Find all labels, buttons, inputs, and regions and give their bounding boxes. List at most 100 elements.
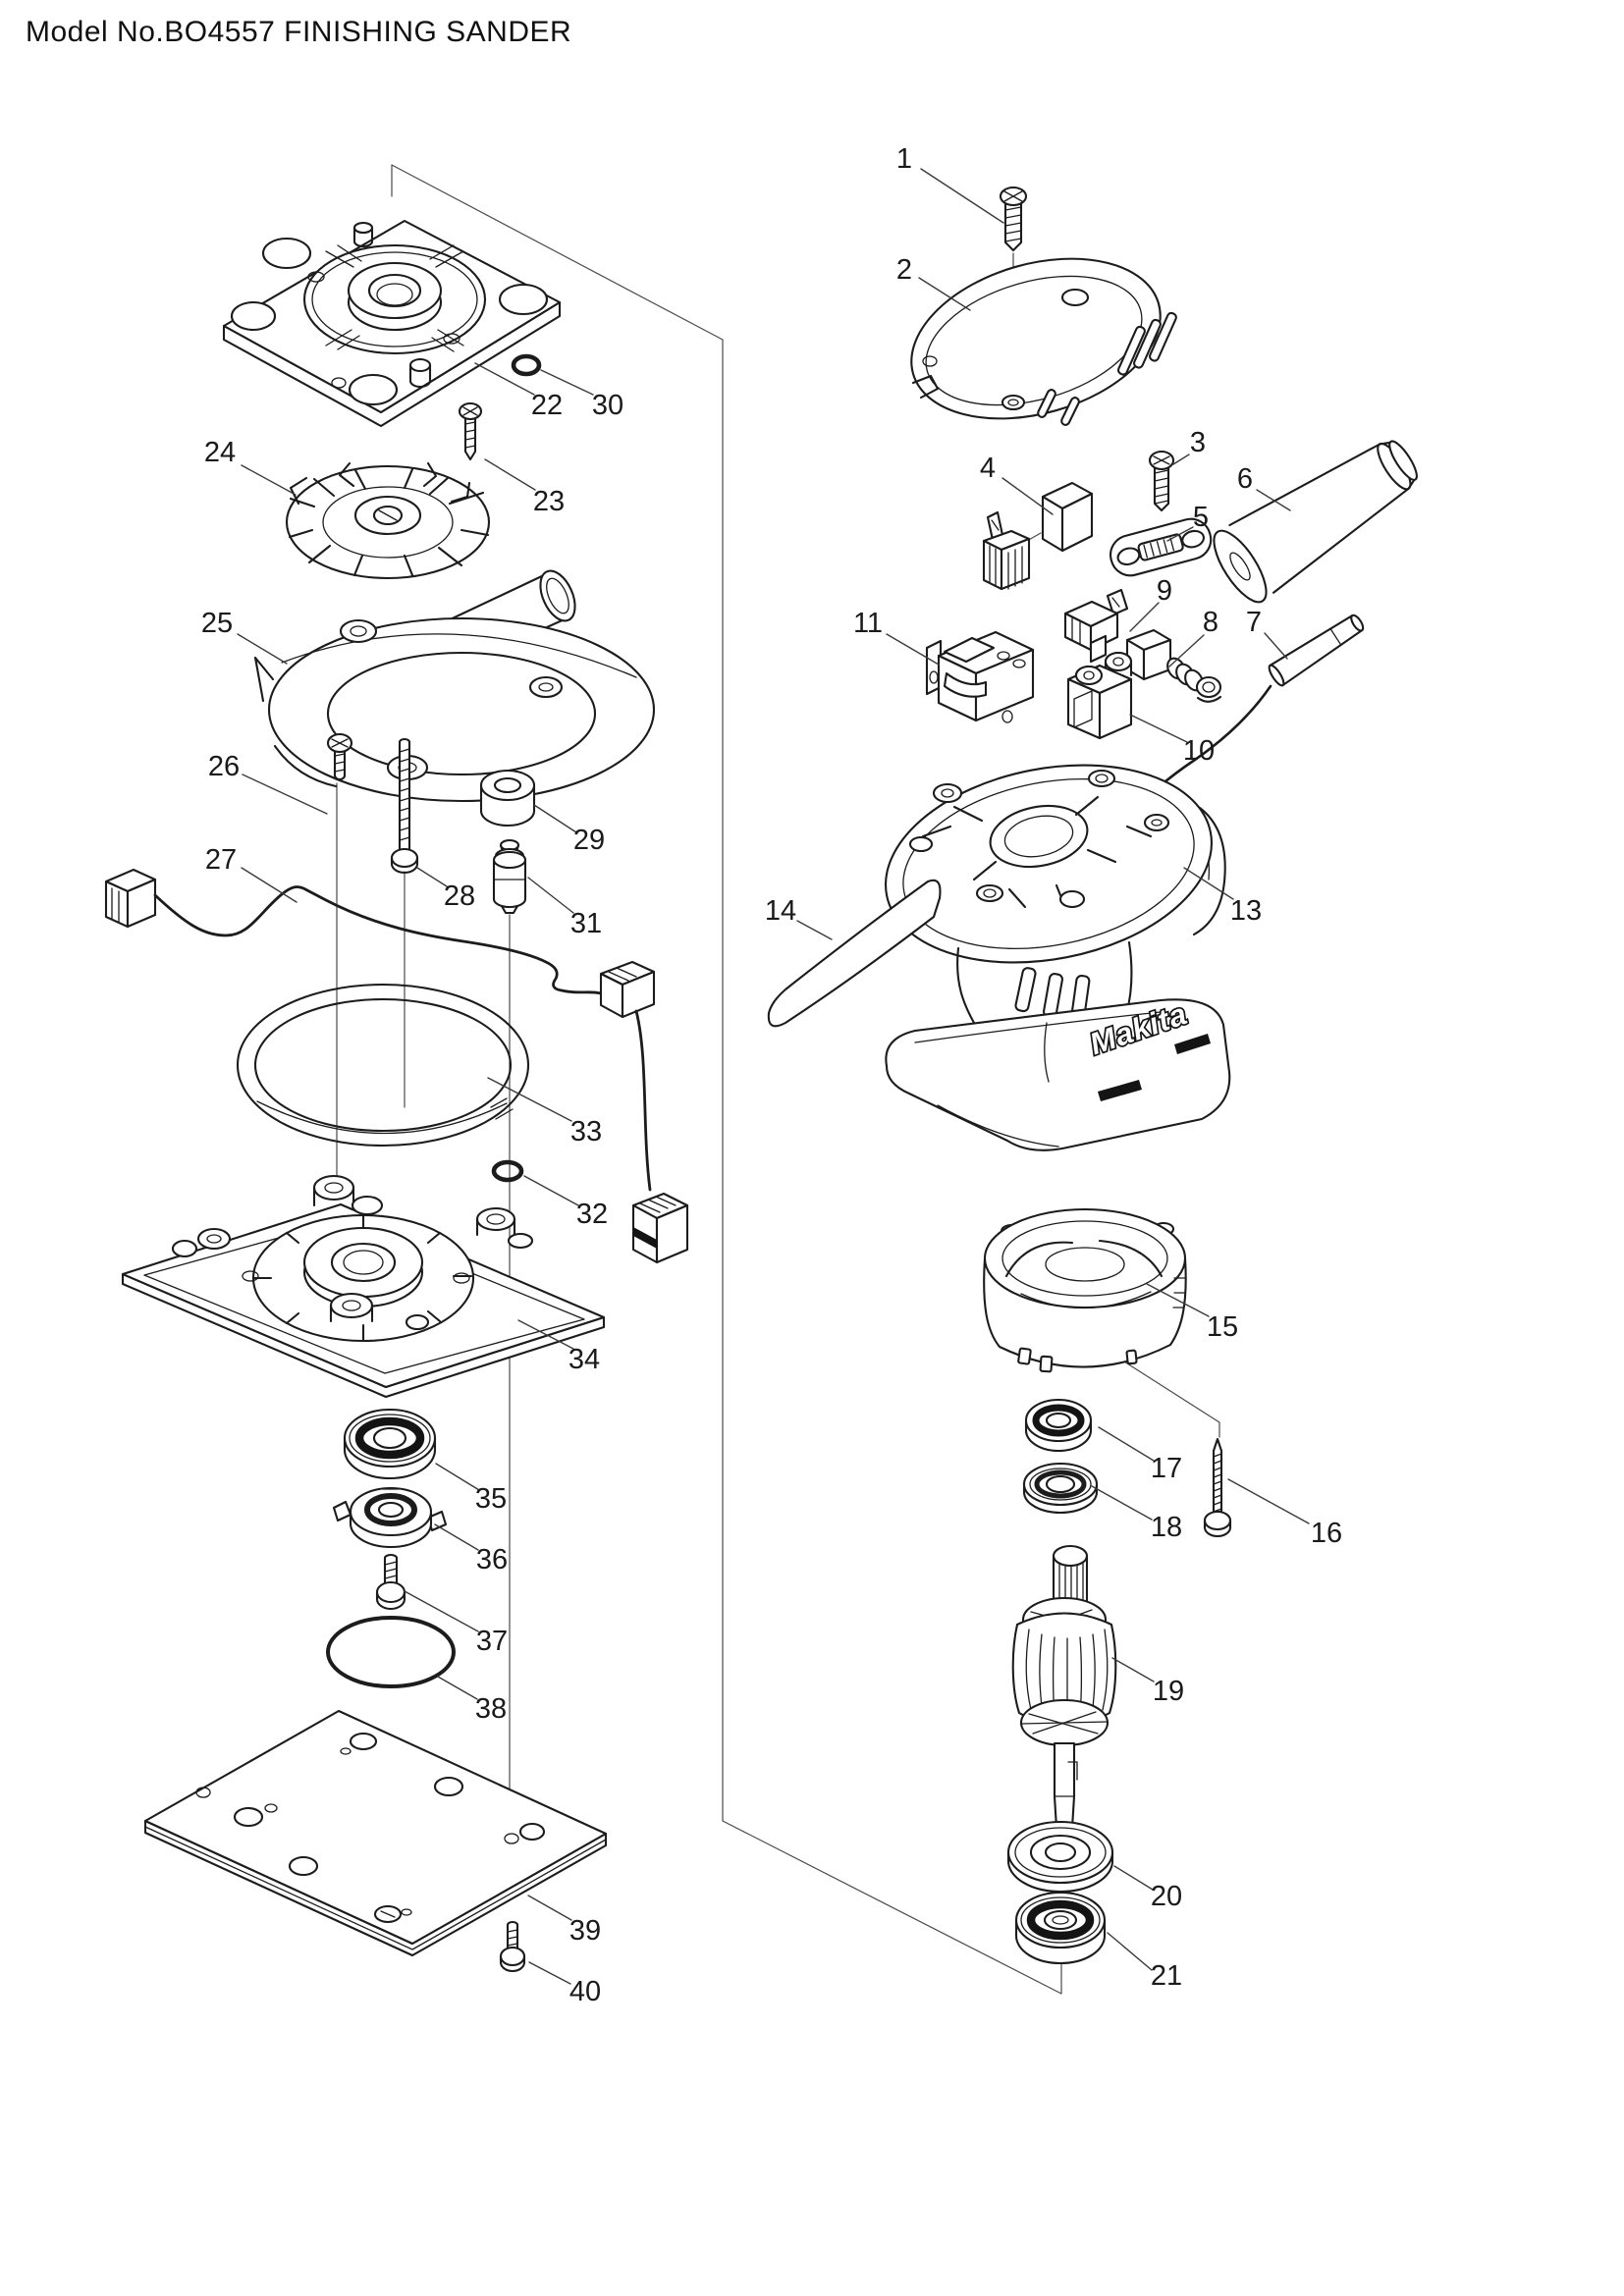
part-19-armature [1011,1544,1117,1834]
leader-line-10 [1129,714,1188,743]
leader-line-8 [1168,634,1205,667]
callout-label-19: 19 [1153,1676,1184,1707]
callout-label-28: 28 [444,881,475,912]
callout-label-7: 7 [1246,607,1262,638]
part-29-sleeve [479,769,536,828]
leader-line-38 [437,1676,478,1700]
leader-line-28 [416,867,448,887]
callout-label-18: 18 [1151,1512,1182,1543]
leader-line-21 [1107,1932,1153,1971]
callout-label-40: 40 [569,1976,601,2007]
part-3-screw [1148,450,1175,512]
leader-line-40 [528,1961,571,1985]
part-22-bearing-box-plate [222,219,562,428]
part-6-grip [1213,440,1418,604]
callout-label-30: 30 [592,390,623,421]
part-2-top-cover [910,257,1177,426]
leader-line-29 [533,804,577,833]
callout-label-37: 37 [476,1626,508,1657]
callouts-layer: 1234567891011131415161718192021222324252… [201,143,1342,2007]
part-13-housing-set: Makita [885,764,1231,1151]
leader-line-19 [1111,1657,1155,1682]
part-30-o-ring [511,353,542,377]
part-33-seal-ring [236,983,530,1148]
callout-label-6: 6 [1237,463,1253,495]
part-35-ball-bearing [343,1408,437,1480]
callout-label-31: 31 [570,908,602,939]
part-4-noise-suppressor [982,481,1094,591]
leader-line-33 [487,1077,572,1122]
part-28-screw [390,737,419,875]
callout-label-27: 27 [205,844,237,876]
leader-line-18 [1091,1485,1153,1521]
part-9-terminal [1063,588,1129,664]
part-18-insulation-washer [1022,1462,1099,1515]
part-24-fan [285,461,491,580]
part-21-ball-bearing [1014,1891,1107,1965]
diagram-title: Model No.BO4557 FINISHING SANDER [26,16,572,48]
leader-line-9 [1129,602,1160,632]
leader-line-14 [796,920,833,940]
leader-line-3 [1172,454,1190,465]
callout-label-11: 11 [853,608,883,639]
part-14-pad-wrench [767,879,942,1028]
leader-line-2 [918,277,971,311]
callout-label-38: 38 [475,1693,507,1725]
leader-line-6 [1256,489,1291,511]
callout-label-13: 13 [1230,895,1262,927]
callout-label-39: 39 [569,1915,601,1947]
leader-line-34 [517,1319,574,1350]
callout-label-24: 24 [204,437,236,468]
callout-label-8: 8 [1203,607,1218,638]
part-1-screw [999,186,1028,252]
callout-label-36: 36 [476,1544,508,1575]
part-40-screw [499,1920,526,1973]
leader-line-13 [1183,867,1234,900]
leader-line-4 [1001,477,1054,515]
leader-line-23 [484,458,536,491]
callout-label-14: 14 [765,895,796,927]
part-37-screw [375,1553,406,1610]
part-38-o-ring [326,1616,456,1688]
part-20-flat-washer [1006,1820,1114,1894]
callout-label-33: 33 [570,1116,602,1148]
leader-line-11 [886,633,940,666]
leader-line-31 [527,877,574,914]
leader-line-24 [241,464,297,496]
callout-label-4: 4 [980,453,996,484]
callout-label-10: 10 [1183,735,1215,767]
leader-line-27 [241,867,298,903]
part-16-screw [1203,1437,1232,1538]
leader-line-25 [237,633,288,665]
callout-label-20: 20 [1151,1881,1182,1912]
part-27-lead-wire [104,868,689,1264]
callout-label-16: 16 [1311,1518,1342,1549]
callout-label-9: 9 [1157,575,1172,607]
leader-line-15 [1146,1283,1210,1317]
callout-label-3: 3 [1190,427,1206,458]
part-23-screw [458,401,483,461]
leader-line-30 [540,369,594,396]
leader-line-17 [1098,1426,1155,1462]
leader-line-35 [435,1463,480,1491]
callout-label-26: 26 [208,751,240,782]
part-8-terminal-connector [1125,628,1222,703]
callout-label-21: 21 [1151,1960,1182,1992]
leader-line-32 [523,1175,579,1206]
part-39-base-plate [143,1709,608,1957]
part-17-ball-bearing [1024,1398,1093,1453]
part-15-field-stator [983,1207,1187,1373]
part-36-bearing-retainer [332,1486,448,1549]
callout-label-29: 29 [573,825,605,856]
leader-line-5 [1166,526,1194,542]
part-10-terminal-block [1066,651,1133,740]
leader-line-22 [474,362,535,396]
leader-line-1 [920,168,1004,224]
callout-label-22: 22 [531,390,563,421]
leader-line-20 [1113,1865,1154,1891]
part-34-pad-frame [121,1174,606,1399]
part-5-switch-slider [1110,517,1213,577]
callout-label-23: 23 [533,486,565,517]
